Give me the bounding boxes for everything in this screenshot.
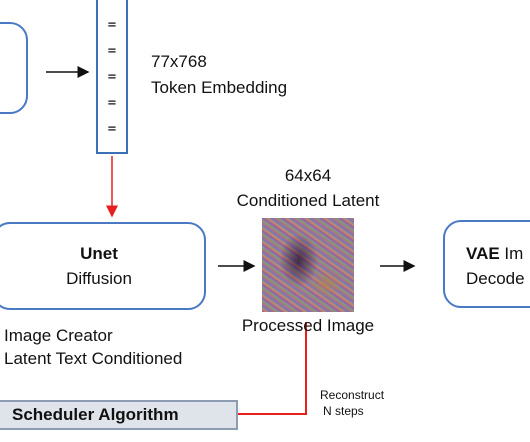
latent-size-label: 64x64 [284, 166, 332, 185]
processed-image-caption: Processed Image [241, 316, 375, 335]
token-cell: = [107, 121, 117, 137]
text-encoder-box [0, 22, 28, 114]
scheduler-note-line2: N steps [323, 404, 364, 418]
latent-label: Conditioned Latent [236, 191, 380, 210]
unet-caption-line1: Image Creator [4, 326, 113, 345]
token-cell: = [107, 95, 117, 111]
vae-subtitle: Decode [466, 269, 525, 288]
unet-caption-line2: Latent Text Conditioned [4, 349, 183, 368]
token-cell: = [107, 43, 117, 59]
vae-title-rest: Im [499, 244, 524, 263]
token-embedding-label: Token Embedding [151, 78, 288, 97]
token-cell: = [107, 69, 117, 85]
unet-subtitle: Diffusion [66, 269, 132, 288]
unet-box [0, 222, 206, 310]
vae-decoder-box [443, 220, 530, 308]
token-embedding-vector: = = = = = [96, 0, 128, 154]
unet-title: Unet [80, 244, 118, 263]
scheduler-note-line1: Reconstruct [320, 388, 385, 402]
scheduler-label: Scheduler Algorithm [12, 405, 179, 424]
conditioned-latent-image [262, 218, 354, 312]
token-size-label: 77x768 [151, 52, 207, 71]
token-cell: = [107, 17, 117, 33]
scheduler-connector [238, 322, 307, 415]
scheduler-box [0, 400, 238, 430]
vae-title: VAE Im [466, 244, 523, 264]
vae-title-bold: VAE [466, 244, 500, 263]
